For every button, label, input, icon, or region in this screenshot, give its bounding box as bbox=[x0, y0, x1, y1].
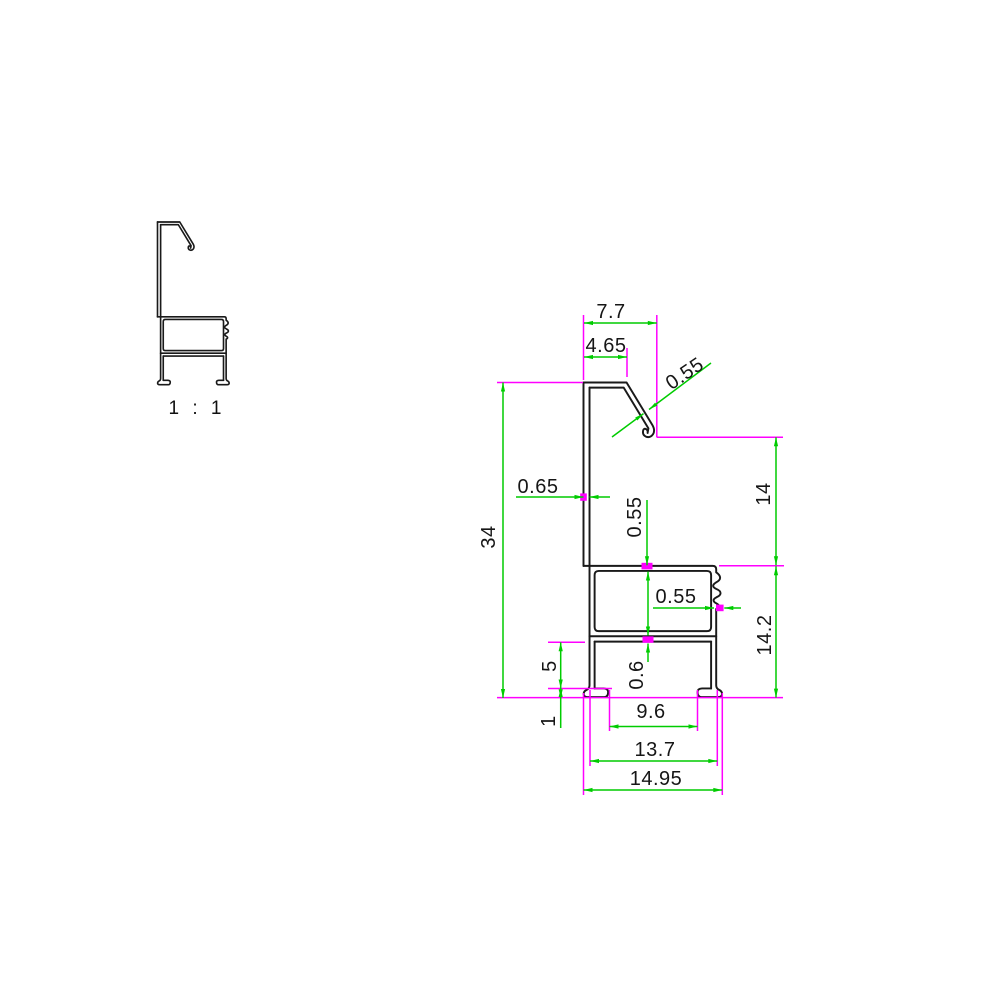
dimension-arrowheads bbox=[500, 320, 779, 793]
dim-side-wall-thickness-label: 0.65 bbox=[517, 476, 559, 498]
dim-top-hook-width-label: 7.7 bbox=[596, 301, 626, 323]
main-profile-view bbox=[584, 383, 723, 698]
scale-label: 1 : 1 bbox=[168, 398, 226, 419]
dim-box-top-wall-thickness-label: 0.55 bbox=[624, 496, 646, 538]
small-profile-view bbox=[158, 222, 230, 385]
dim-lip-gap-width-label: 9.6 bbox=[636, 701, 666, 723]
dim-box-width-label: 13.7 bbox=[634, 739, 676, 761]
dim-top-flat-width-label: 4.65 bbox=[585, 335, 627, 357]
dim-total-height-label: 34 bbox=[478, 525, 500, 549]
dim-upper-section-height-label: 14 bbox=[753, 482, 775, 506]
thickness-ticks bbox=[580, 493, 724, 643]
extension-lines bbox=[497, 315, 784, 795]
dim-box-right-wall-thickness-label: 0.55 bbox=[655, 586, 697, 608]
dim-channel-depth-label: 5 bbox=[539, 660, 561, 672]
dim-lower-section-height-label: 14.2 bbox=[754, 614, 776, 656]
dim-foot-lip-height-label: 1 bbox=[538, 715, 560, 727]
dim-total-width-label: 14.95 bbox=[629, 768, 683, 790]
dim-divider-wall-thickness-label: 0.6 bbox=[626, 660, 648, 690]
